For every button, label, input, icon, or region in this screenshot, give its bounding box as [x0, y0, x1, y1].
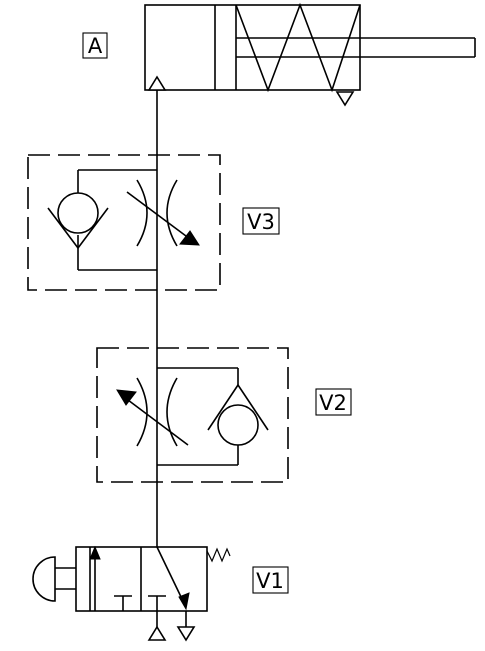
throttle-right-arc-icon [166, 179, 178, 247]
label-v1: V1 [256, 569, 284, 593]
adjust-arrow-head-icon [179, 230, 200, 246]
directional-valve-v1 [32, 545, 231, 642]
check-valve-ball-icon [57, 192, 99, 234]
adjust-arrow-shaft [127, 399, 189, 446]
v1-flow-arrow-head-icon [178, 592, 190, 611]
adjust-arrow-shaft [126, 191, 187, 237]
check-valve-ball-icon [217, 404, 259, 446]
pressure-source-triangle-icon [147, 625, 167, 641]
label-box-v3 [242, 207, 280, 235]
label-box-v2 [315, 388, 352, 416]
check-valve-seat-icon [207, 383, 269, 431]
v1-flow-arrow-shaft [156, 546, 184, 602]
label-v3: V3 [247, 210, 275, 234]
v1-flow-arrow-head-icon [89, 545, 101, 560]
push-button-icon [32, 556, 56, 602]
check-valve-seat-icon [47, 207, 109, 250]
v2-enclosure [96, 347, 289, 483]
adjust-arrow-head-icon [116, 389, 137, 406]
throttle-left-arc-icon [136, 377, 148, 447]
return-spring-icon [235, 2, 361, 93]
label-v2: V2 [319, 391, 347, 415]
cylinder-port-triangle-icon [147, 75, 167, 91]
exhaust-vent-triangle-icon [335, 91, 355, 107]
cylinder-a [144, 2, 476, 107]
label-box-v1 [252, 566, 289, 594]
v1-return-spring-icon [206, 547, 231, 563]
flow-control-valve-v3 [27, 154, 221, 291]
exhaust-triangle-icon [176, 626, 196, 642]
label-box-a [82, 32, 108, 59]
label-a: A [88, 34, 103, 58]
v3-enclosure [27, 154, 221, 291]
cylinder-body [144, 4, 361, 91]
throttle-left-arc-icon [136, 179, 148, 247]
throttle-right-arc-icon [166, 377, 178, 447]
flow-control-valve-v2 [96, 347, 289, 483]
